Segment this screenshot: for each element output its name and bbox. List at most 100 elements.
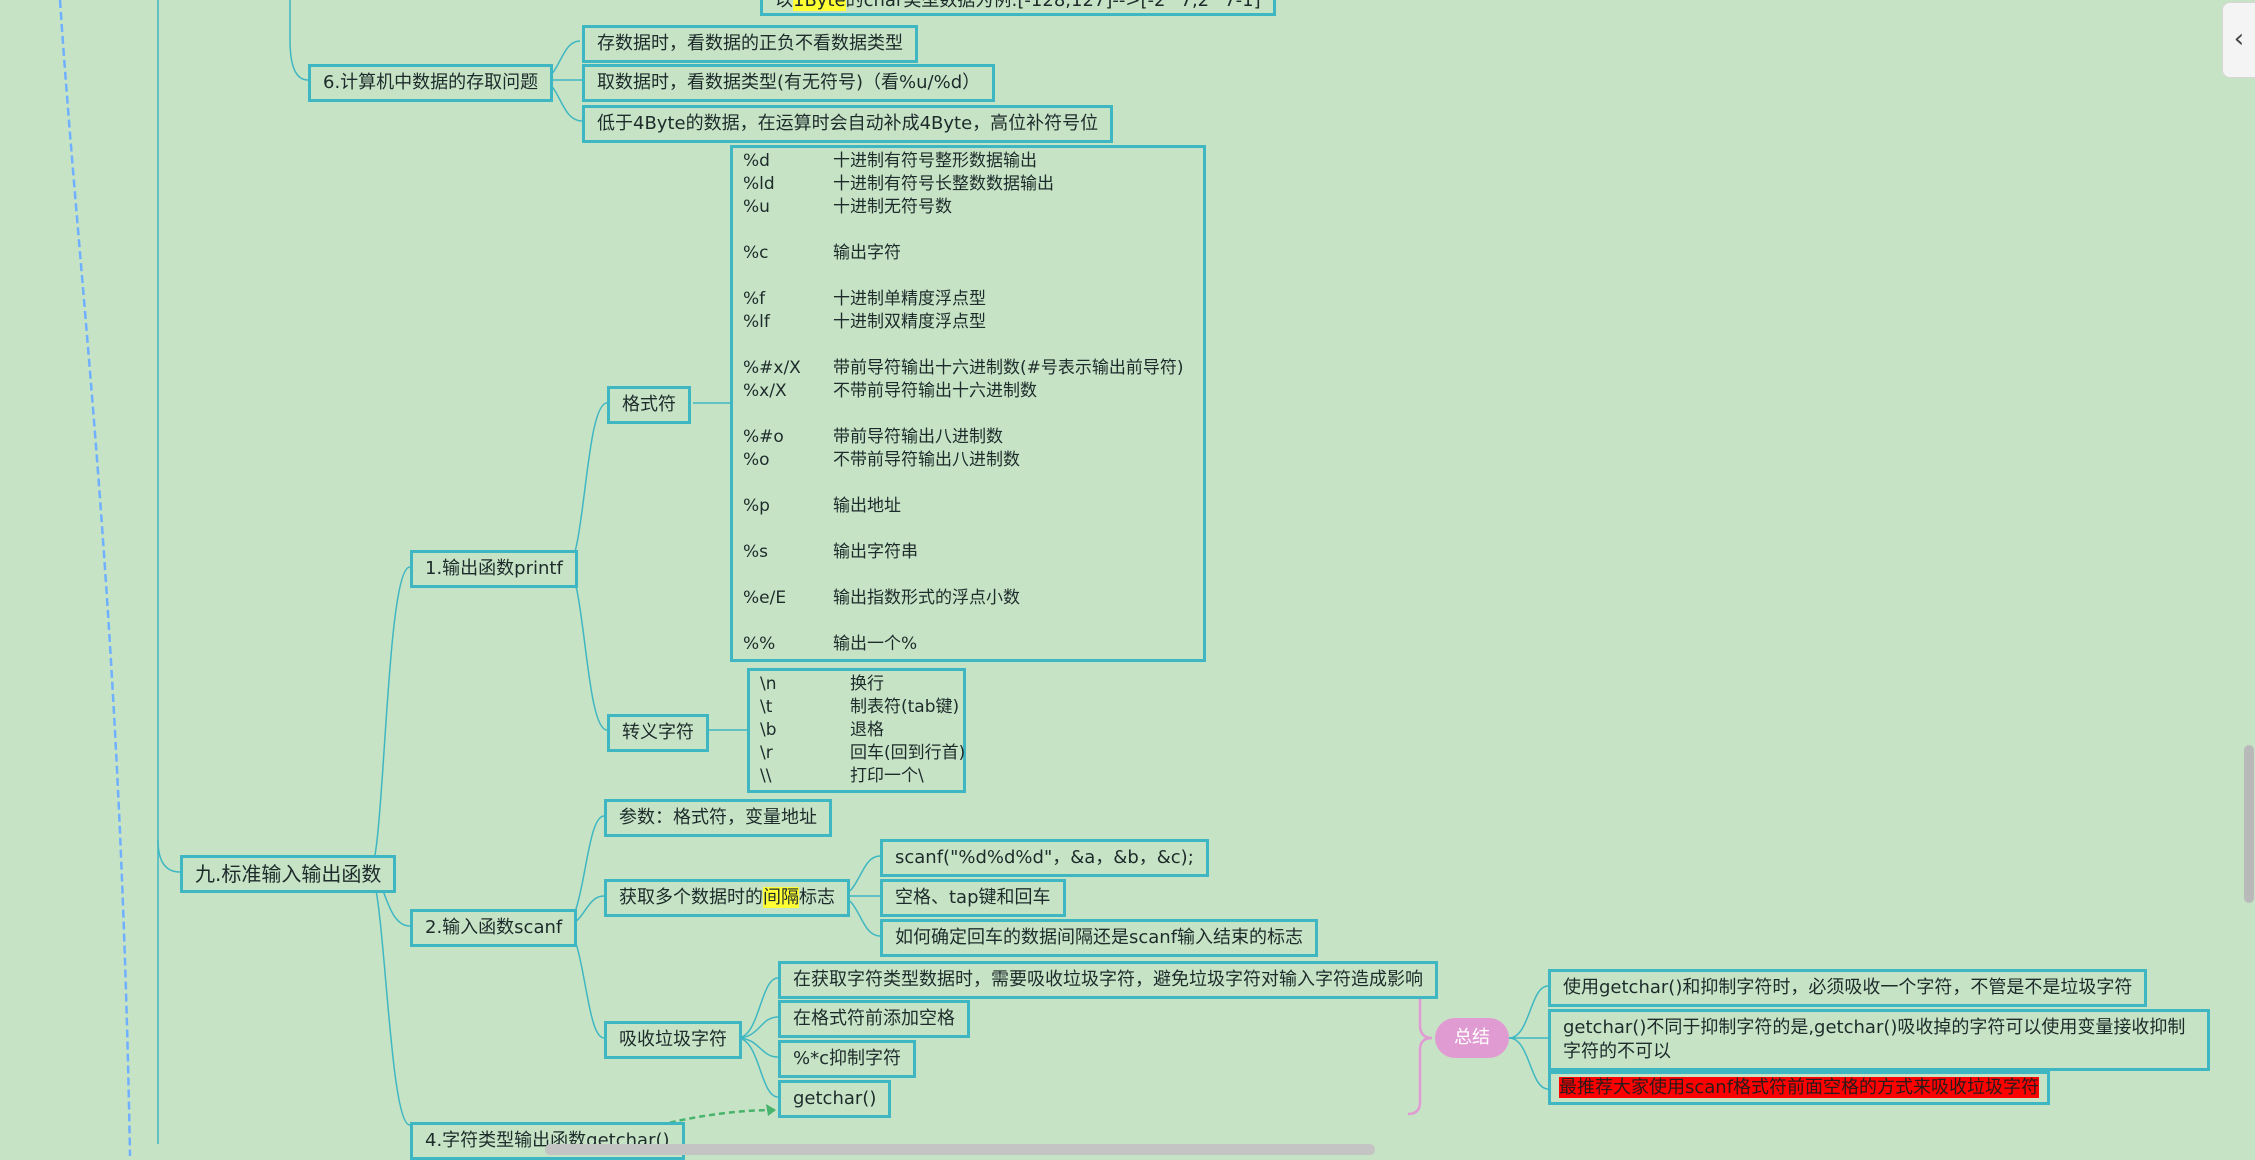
format-code: %lf	[743, 312, 770, 332]
escape-row: \r 回车(回到行首)	[760, 742, 965, 765]
format-row	[743, 403, 1193, 426]
format-row	[743, 265, 1193, 288]
vertical-scrollbar[interactable]	[2244, 745, 2254, 903]
escape-row: \n 换行	[760, 673, 953, 696]
format-code: %d	[743, 151, 770, 171]
node-summary-2[interactable]: getchar()不同于抑制字符的是,getchar()吸收掉的字符可以使用变量…	[1548, 1009, 2210, 1071]
format-row: %o 不带前导符输出八进制数	[743, 449, 1193, 472]
node-space-before-format[interactable]: 在格式符前添加空格	[778, 1000, 970, 1038]
node-scanf-example[interactable]: scanf("%d%d%d"，&a，&b，&c);	[880, 839, 1209, 877]
format-code	[743, 403, 833, 426]
escape-description: 回车(回到行首)	[850, 743, 966, 763]
node-enter-question[interactable]: 如何确定回车的数据间隔还是scanf输入结束的标志	[880, 919, 1319, 957]
node-std-io-functions[interactable]: 九.标准输入输出函数	[180, 855, 397, 893]
format-description: 带前导符输出八进制数	[833, 427, 1003, 447]
format-code: %%	[743, 634, 776, 654]
node-suppress-char[interactable]: %*c抑制字符	[778, 1040, 916, 1078]
format-row: %% 输出一个%	[743, 633, 1193, 656]
format-row	[743, 610, 1193, 633]
escape-description: 换行	[850, 674, 884, 694]
node-interval-marker[interactable]: 获取多个数据时的间隔标志	[604, 879, 850, 917]
format-row: %lf 十进制双精度浮点型	[743, 311, 1193, 334]
format-description: 带前导符输出十六进制数(#号表示输出前导符)	[833, 358, 1184, 378]
node-summary-1[interactable]: 使用getchar()和抑制字符时，必须吸收一个字符，不管是不是垃圾字符	[1548, 969, 2148, 1007]
node-store-data[interactable]: 存数据时，看数据的正负不看数据类型	[582, 25, 918, 63]
chevron-left-icon: ‹	[2233, 24, 2245, 54]
format-description: 输出字符串	[833, 542, 918, 562]
node-separators[interactable]: 空格、tap键和回车	[880, 879, 1066, 917]
format-code	[743, 610, 833, 633]
node-getchar[interactable]: getchar()	[778, 1080, 892, 1118]
escape-code: \\	[760, 766, 772, 786]
format-row: %c 输出字符	[743, 242, 1193, 265]
node-auto-extend[interactable]: 低于4Byte的数据，在运算时会自动补成4Byte，高位补符号位	[582, 105, 1114, 143]
escape-code: \n	[760, 674, 777, 694]
escape-description: 制表符(tab键)	[850, 697, 960, 717]
escape-description: 退格	[850, 720, 884, 740]
format-description: 输出一个%	[833, 634, 918, 654]
escape-row: \t 制表符(tab键)	[760, 696, 959, 719]
escape-char-list[interactable]: \n 换行 \t 制表符(tab键) \b 退格 \r 回车(回到行首) \\ 打印一个\	[747, 668, 966, 793]
format-code	[743, 564, 833, 587]
format-code: %x/X	[743, 381, 787, 401]
format-code	[743, 334, 833, 357]
node-absorb-garbage[interactable]: 吸收垃圾字符	[604, 1021, 742, 1059]
format-row	[743, 472, 1193, 495]
format-description: 十进制单精度浮点型	[833, 289, 986, 309]
summary-tag[interactable]: 总结	[1435, 1018, 1509, 1058]
format-row: %s 输出字符串	[743, 541, 1193, 564]
node-summary-3[interactable]: 最推荐大家使用scanf格式符前面空格的方式来吸收垃圾字符	[1548, 1071, 2051, 1105]
node-format-specifier[interactable]: 格式符	[607, 386, 691, 424]
format-row	[743, 219, 1193, 242]
format-code: %p	[743, 496, 770, 516]
format-row: %#o 带前导符输出八进制数	[743, 426, 1193, 449]
node-scanf-params[interactable]: 参数：格式符，变量地址	[604, 799, 832, 837]
format-row: %p 输出地址	[743, 495, 1193, 518]
escape-row: \b 退格	[760, 719, 953, 742]
node-scanf[interactable]: 2.输入函数scanf	[410, 909, 578, 947]
format-code	[743, 219, 833, 242]
node-data-storage[interactable]: 6.计算机中数据的存取问题	[308, 64, 554, 102]
format-row	[743, 334, 1193, 357]
escape-code: \r	[760, 743, 773, 763]
format-row: %d 十进制有符号整形数据输出	[743, 150, 1193, 173]
format-row	[743, 518, 1193, 541]
format-code: %f	[743, 289, 766, 309]
format-code: %c	[743, 243, 769, 263]
format-code: %#o	[743, 427, 784, 447]
format-code: %ld	[743, 174, 775, 194]
format-code: %s	[743, 542, 769, 562]
format-row: %ld 十进制有符号长整数数据输出	[743, 173, 1193, 196]
node-absorb-reason[interactable]: 在获取字符类型数据时，需要吸收垃圾字符，避免垃圾字符对输入字符造成影响	[778, 961, 1438, 999]
format-code: %e/E	[743, 588, 787, 608]
format-code: %o	[743, 450, 770, 470]
node-escape-chars[interactable]: 转义字符	[607, 714, 709, 752]
format-description: 十进制双精度浮点型	[833, 312, 986, 332]
format-description: 不带前导符输出八进制数	[833, 450, 1020, 470]
format-description: 输出字符	[833, 243, 901, 263]
format-code	[743, 472, 833, 495]
escape-code: \b	[760, 720, 777, 740]
format-description: 不带前导符输出十六进制数	[833, 381, 1037, 401]
sidebar-toggle-button[interactable]: ‹	[2222, 2, 2255, 78]
format-row: %x/X 不带前导符输出十六进制数	[743, 380, 1193, 403]
horizontal-scrollbar[interactable]	[545, 1144, 1375, 1155]
format-description: 十进制有符号整形数据输出	[833, 151, 1037, 171]
escape-code: \t	[760, 697, 773, 717]
escape-row: \\ 打印一个\	[760, 765, 953, 788]
escape-description: 打印一个\	[850, 766, 924, 786]
format-row: %f 十进制单精度浮点型	[743, 288, 1193, 311]
node-printf[interactable]: 1.输出函数printf	[410, 550, 578, 588]
format-code: %u	[743, 197, 770, 217]
format-code	[743, 518, 833, 541]
node-fetch-data[interactable]: 取数据时，看数据类型(有无符号)（看%u/%d）	[582, 64, 996, 102]
format-code	[743, 265, 833, 288]
format-description: 十进制有符号长整数数据输出	[833, 174, 1054, 194]
partial-char-range-node[interactable]: 以1Byte的char类型数据为例:[-128,127]-->[-2^7,2^7…	[760, 0, 1276, 16]
format-description: 输出地址	[833, 496, 901, 516]
